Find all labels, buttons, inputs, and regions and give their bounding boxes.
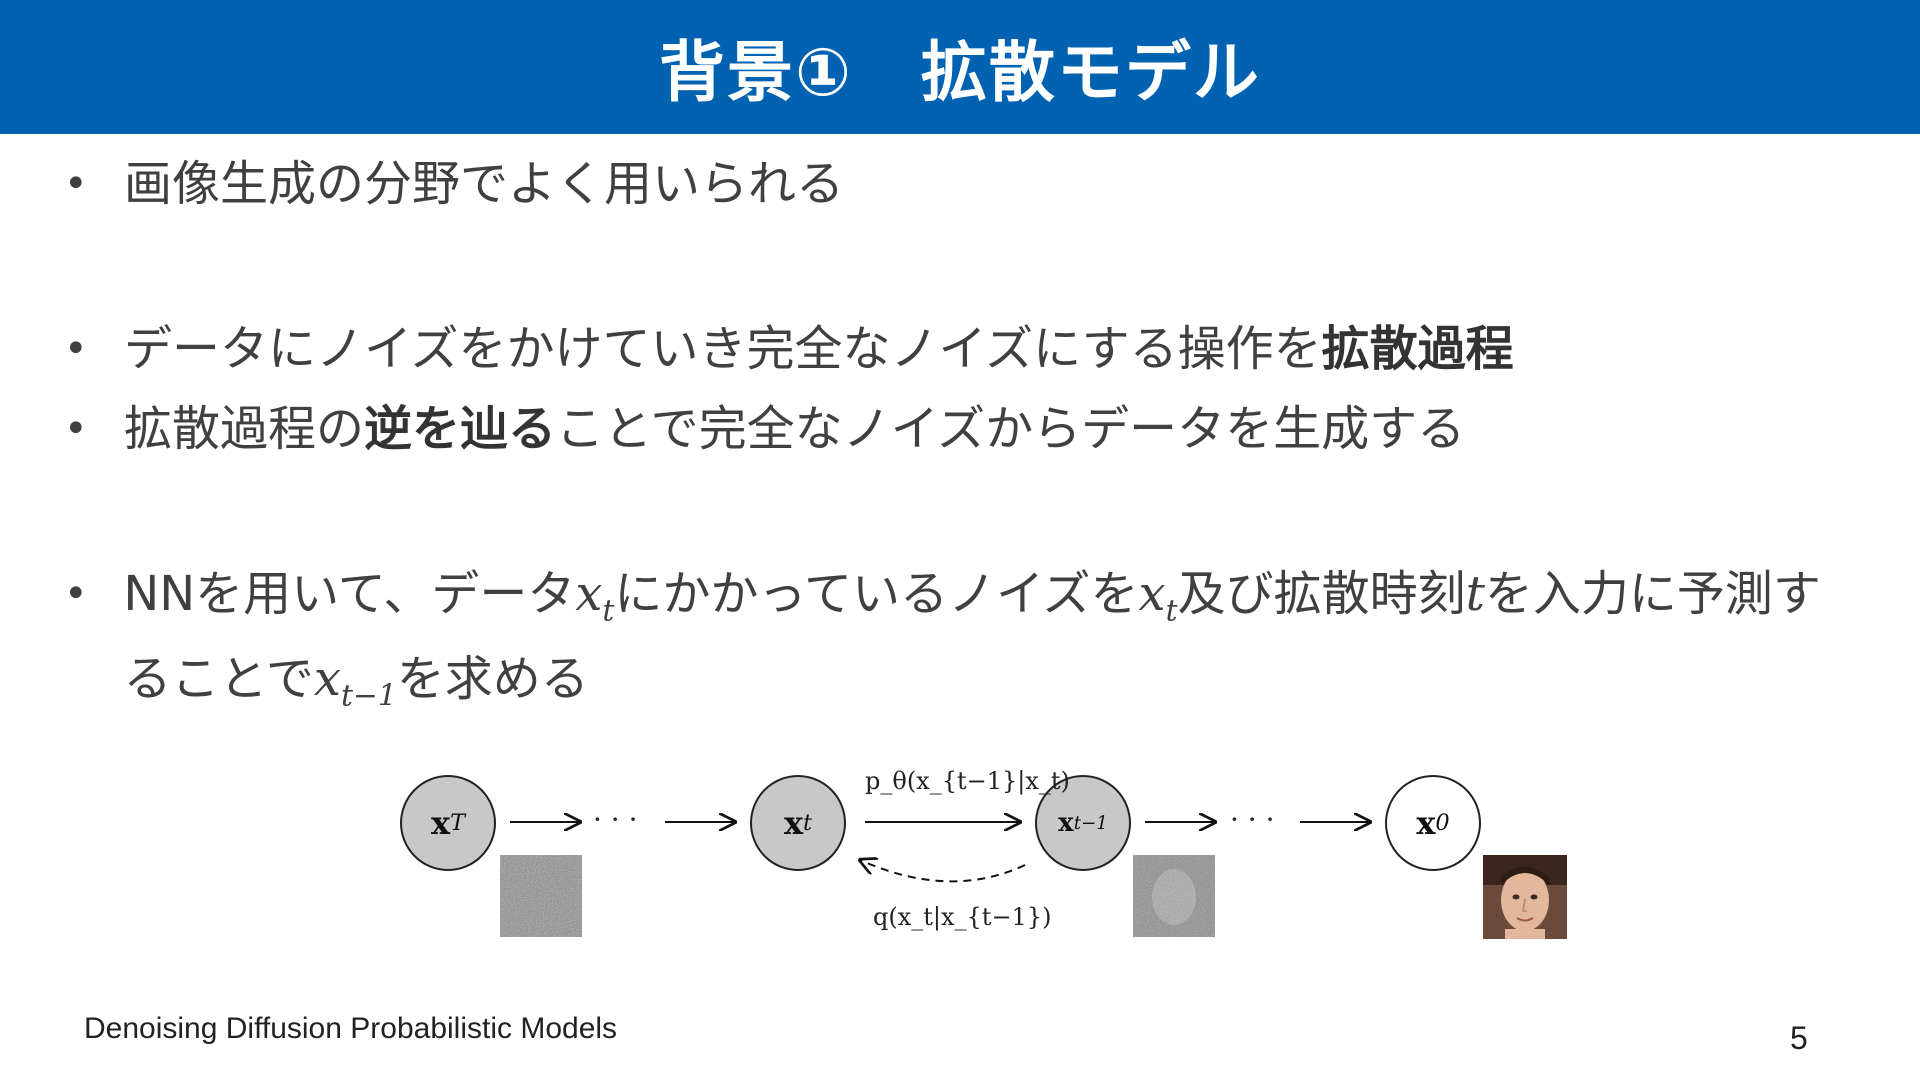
bullet-text: 拡散過程の逆を辿ることで完全なノイズからデータを生成する xyxy=(124,401,1466,457)
noise-image-T xyxy=(500,855,582,937)
math-x-t: xt xyxy=(575,566,615,629)
arrow-reverse xyxy=(860,860,1026,883)
math-x-t: xt xyxy=(1138,566,1178,629)
diagram-arrows xyxy=(510,755,1595,883)
slide-title: 背景① 拡散モデル xyxy=(659,34,1261,111)
ellipsis: · · · xyxy=(1230,803,1275,836)
ellipsis: · · · xyxy=(593,803,638,836)
face-image xyxy=(1483,855,1567,939)
bold-term-reverse: 逆を辿る xyxy=(364,401,557,457)
reference-text: Denoising Diffusion Probabilistic Models xyxy=(84,1012,618,1045)
bullet-text: NNを用いて、データxtにかかっているノイズをxt及び拡散時刻tを入力に予測する… xyxy=(123,566,1821,714)
bullet-dot-icon: • xyxy=(64,406,88,452)
math-x-t-minus-1: xt−1 xyxy=(313,651,397,714)
reverse-label: q(x_t|x_{t−1}) xyxy=(873,903,1052,931)
bullet-text: 画像生成の分野でよく用いられる xyxy=(124,156,845,212)
math-t: t xyxy=(1465,566,1485,622)
slide-header: 背景① 拡散モデル xyxy=(0,0,1920,134)
bullet-dot-icon: • xyxy=(64,161,88,207)
page-number: 5 xyxy=(1790,1020,1808,1056)
bullet-item: • 拡散過程の逆を辿ることで完全なノイズからデータを生成する xyxy=(64,395,1465,463)
bullet-dot-icon: • xyxy=(64,571,88,617)
forward-label: p_θ(x_{t−1}|x_t) xyxy=(865,767,1070,795)
noisy-face-image xyxy=(1133,855,1215,937)
bullet-item: • データにノイズをかけていき完全なノイズにする操作を拡散過程 xyxy=(64,315,1514,383)
bullet-text: データにノイズをかけていき完全なノイズにする操作を拡散過程 xyxy=(124,321,1514,377)
bullet-item: • 画像生成の分野でよく用いられる xyxy=(64,150,844,218)
bullet-dot-icon: • xyxy=(64,326,88,372)
bold-term-diffusion-process: 拡散過程 xyxy=(1321,321,1514,377)
bullet-item: • NNを用いて、データxtにかかっているノイズをxt及び拡散時刻tを入力に予測… xyxy=(64,560,1854,731)
